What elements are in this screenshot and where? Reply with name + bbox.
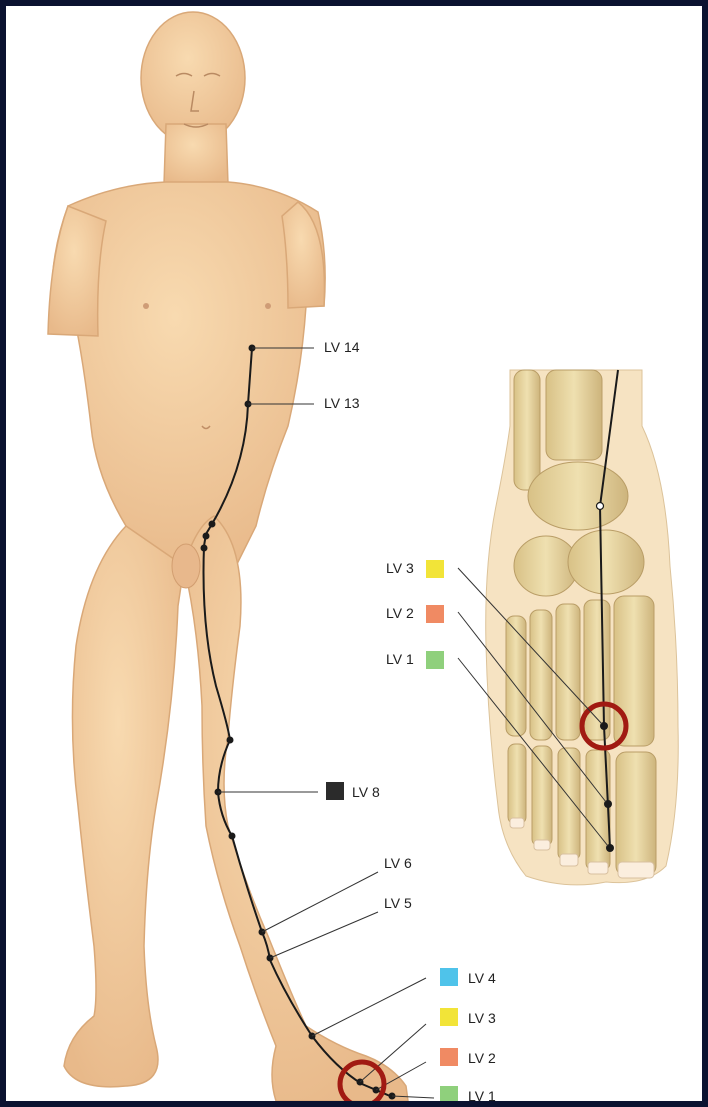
body-label-lv8: LV 8 [326,782,380,800]
body-label-lv4: LV 4 [440,968,496,986]
human-figure [48,12,408,1101]
swatch-lv8 [326,782,344,800]
label-text: LV 4 [468,970,496,986]
point-lv9 [227,737,234,744]
label-text: LV 14 [324,339,360,355]
point-lv7 [229,833,236,840]
foot-label-lv1: LV 1 [386,651,444,669]
metatarsal-3 [556,604,580,740]
nipple-right [265,303,271,309]
tibia-bone [546,370,602,460]
label-text: LV 2 [386,605,414,621]
body-label-lv6: LV 6 [384,855,412,871]
leg-left [64,526,184,1087]
body-label-lv5: LV 5 [384,895,412,911]
label-text: LV 5 [384,895,412,911]
point-lv11 [203,533,210,540]
label-text: LV 1 [386,651,414,667]
toe-1 [616,752,656,876]
foot-skeleton-inset [486,370,679,885]
toe-5 [508,744,526,824]
foot-open-point [597,503,604,510]
label-text: LV 3 [386,560,414,576]
arm-stub-left [48,206,106,336]
body-label-lv3: LV 3 [440,1008,496,1026]
point-lv10 [201,545,208,552]
body-label-lv13: LV 13 [324,395,360,411]
neck [164,124,228,184]
nipple-left [143,303,149,309]
swatch-lv1 [426,651,444,669]
swatch-lv4 [440,968,458,986]
groin-shading [172,544,200,588]
swatch-lv1 [440,1086,458,1101]
label-text: LV 1 [468,1088,496,1101]
label-text: LV 2 [468,1050,496,1066]
metatarsal-1 [614,596,654,746]
label-text: LV 6 [384,855,412,871]
foot-label-lv2: LV 2 [386,605,444,623]
metatarsal-4 [530,610,552,740]
body-label-lv1: LV 1 [440,1086,496,1101]
toe-4 [532,746,552,846]
tarsal-bone-2 [568,530,644,594]
leg-right [184,516,408,1101]
swatch-lv3 [426,560,444,578]
body-label-lv2: LV 2 [440,1048,496,1066]
label-text: LV 13 [324,395,360,411]
metatarsal-5 [506,616,526,736]
illustration-panel: LV 14 LV 13 LV 8 LV 6 LV 5 LV 4 LV 3 LV … [6,6,702,1101]
fibula-bone [514,370,540,490]
point-lv12 [209,521,216,528]
swatch-lv2 [440,1048,458,1066]
label-text: LV 8 [352,784,380,800]
talus-bone [528,462,628,530]
swatch-lv3 [440,1008,458,1026]
swatch-lv2 [426,605,444,623]
liver-meridian-illustration: LV 14 LV 13 LV 8 LV 6 LV 5 LV 4 LV 3 LV … [6,6,702,1101]
foot-label-lv3: LV 3 [386,560,444,578]
body-label-lv14: LV 14 [324,339,360,355]
label-text: LV 3 [468,1010,496,1026]
